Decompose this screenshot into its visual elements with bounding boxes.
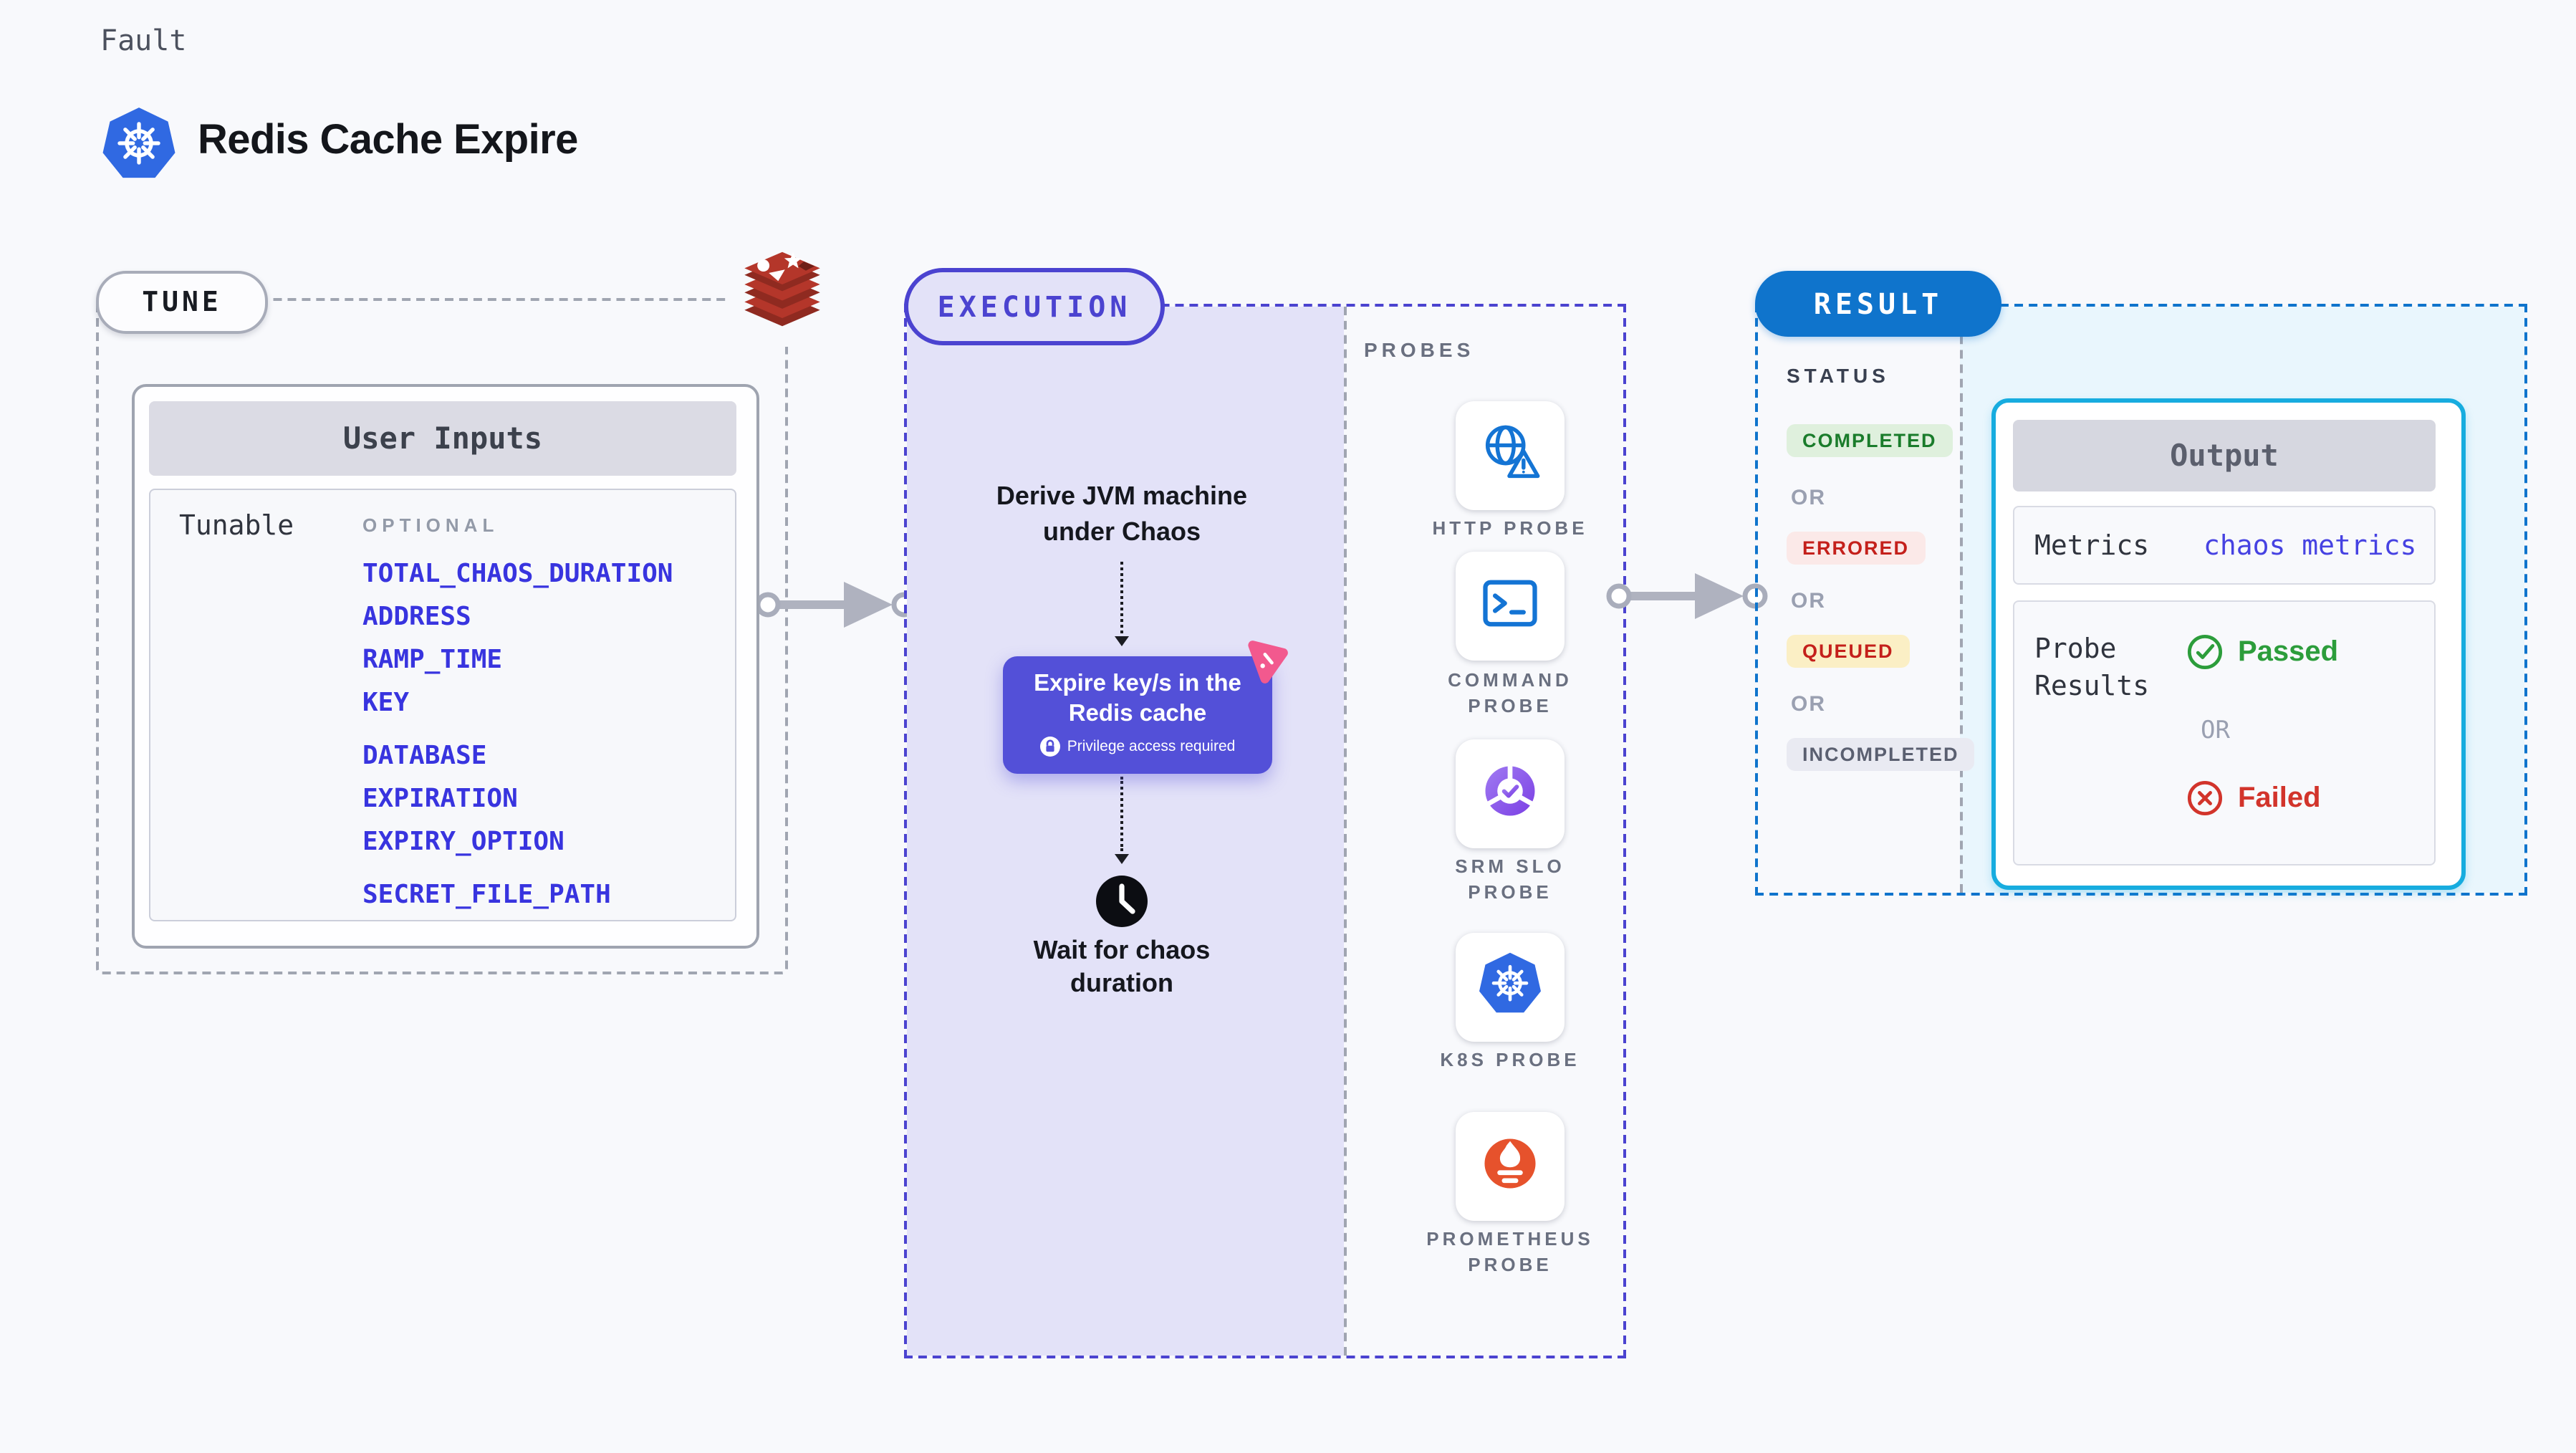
chaos-action-node: Expire key/s in the Redis cache Privileg… bbox=[1003, 641, 1288, 774]
or-label: OR bbox=[1791, 589, 1826, 613]
arrowhead-icon bbox=[1115, 854, 1129, 864]
status-badge-errored: ERRORED bbox=[1787, 532, 1926, 565]
chaos-action-title: Expire key/s in the Redis cache bbox=[1034, 671, 1241, 726]
param-ramp-time: RAMP_TIME bbox=[362, 645, 503, 675]
failed-label: Failed bbox=[2238, 782, 2321, 813]
passed-check-icon bbox=[2186, 633, 2224, 671]
srm-slo-probe-icon bbox=[1477, 757, 1543, 830]
param-expiration: EXPIRATION bbox=[362, 784, 518, 814]
http-probe-card bbox=[1456, 401, 1565, 510]
flow-connector bbox=[1120, 777, 1123, 851]
command-probe-card bbox=[1456, 552, 1565, 661]
param-list: TOTAL_CHAOS_DURATION ADDRESS RAMP_TIME K… bbox=[362, 553, 673, 917]
execution-probes-divider bbox=[1344, 307, 1347, 1356]
lock-icon bbox=[1039, 737, 1060, 757]
metrics-row: Metrics chaos metrics bbox=[2013, 506, 2436, 585]
tune-section-box bbox=[96, 298, 788, 974]
metrics-value: chaos metrics bbox=[2203, 529, 2417, 561]
tune-to-execution-arrow bbox=[755, 582, 917, 628]
prometheus-probe-label: PROMETHEUS PROBE bbox=[1426, 1228, 1594, 1275]
kubernetes-icon bbox=[102, 106, 176, 183]
failed-verdict: Failed bbox=[2186, 780, 2321, 817]
or-label: OR bbox=[1791, 692, 1826, 716]
failed-x-icon bbox=[2186, 780, 2224, 817]
result-pill: RESULT bbox=[1755, 271, 2001, 337]
param-expiry-option: EXPIRY_OPTION bbox=[362, 827, 564, 857]
param-address: ADDRESS bbox=[362, 602, 471, 632]
srm-slo-probe-card bbox=[1456, 739, 1565, 848]
flow-connector bbox=[1120, 562, 1123, 633]
prometheus-probe-icon bbox=[1477, 1130, 1543, 1203]
execution-pill: EXECUTION bbox=[904, 268, 1165, 345]
fault-eyebrow: Fault bbox=[100, 23, 187, 57]
derive-step-label: Derive JVM machine under Chaos bbox=[996, 481, 1248, 546]
redis-icon bbox=[731, 244, 834, 347]
user-inputs-body: Tunable OPTIONAL TOTAL_CHAOS_DURATION AD… bbox=[149, 489, 736, 921]
probes-label: PROBES bbox=[1364, 338, 1475, 361]
status-badge-completed: COMPLETED bbox=[1787, 424, 1953, 457]
optional-label: OPTIONAL bbox=[362, 514, 499, 536]
clock-icon bbox=[1095, 874, 1149, 929]
http-probe-label: HTTP PROBE bbox=[1432, 517, 1588, 539]
k8s-probe-label: K8S PROBE bbox=[1440, 1049, 1580, 1070]
command-probe-icon bbox=[1477, 570, 1543, 643]
param-database: DATABASE bbox=[362, 741, 487, 771]
param-total-chaos-duration: TOTAL_CHAOS_DURATION bbox=[362, 559, 673, 589]
privilege-note-text: Privilege access required bbox=[1067, 738, 1236, 755]
probe-results-row: Probe Results Passed OR F bbox=[2013, 600, 2436, 865]
wait-step-label: Wait for chaos duration bbox=[1033, 936, 1211, 997]
output-panel: Output Metrics chaos metrics Probe Resul… bbox=[1991, 398, 2466, 890]
k8s-probe-card bbox=[1456, 933, 1565, 1042]
prometheus-probe-card bbox=[1456, 1112, 1565, 1221]
tune-pill: TUNE bbox=[96, 271, 268, 334]
output-title: Output bbox=[2013, 420, 2436, 491]
http-probe-icon bbox=[1477, 419, 1543, 492]
status-label: STATUS bbox=[1787, 364, 1890, 387]
user-inputs-title: User Inputs bbox=[149, 401, 736, 476]
passed-verdict: Passed bbox=[2186, 633, 2338, 671]
srm-slo-probe-label: SRM SLO PROBE bbox=[1455, 855, 1565, 903]
status-badge-incompleted: INCOMPLETED bbox=[1787, 738, 1975, 771]
passed-label: Passed bbox=[2238, 636, 2339, 667]
or-label: OR bbox=[2201, 716, 2230, 745]
probe-results-label: Probe Results bbox=[2034, 633, 2150, 702]
param-key: KEY bbox=[362, 688, 410, 718]
command-probe-label: COMMAND PROBE bbox=[1448, 669, 1572, 716]
user-inputs-card: User Inputs Tunable OPTIONAL TOTAL_CHAOS… bbox=[132, 384, 759, 949]
param-secret-file-path: SECRET_FILE_PATH bbox=[362, 880, 611, 910]
status-output-divider bbox=[1960, 307, 1963, 893]
page-title: Redis Cache Expire bbox=[198, 118, 578, 163]
tunable-label: Tunable bbox=[179, 510, 294, 542]
arrowhead-icon bbox=[1115, 636, 1129, 646]
execution-section-box bbox=[904, 304, 1626, 1358]
or-label: OR bbox=[1791, 486, 1826, 510]
privilege-note: Privilege access required bbox=[1003, 737, 1272, 757]
chaos-badge-icon bbox=[1244, 639, 1289, 685]
metrics-label: Metrics bbox=[2034, 529, 2150, 561]
status-badge-queued: QUEUED bbox=[1787, 635, 1910, 668]
execution-to-result-arrow bbox=[1606, 573, 1768, 619]
execution-purple-pane bbox=[907, 307, 1344, 1356]
k8s-probe-icon bbox=[1477, 951, 1543, 1024]
